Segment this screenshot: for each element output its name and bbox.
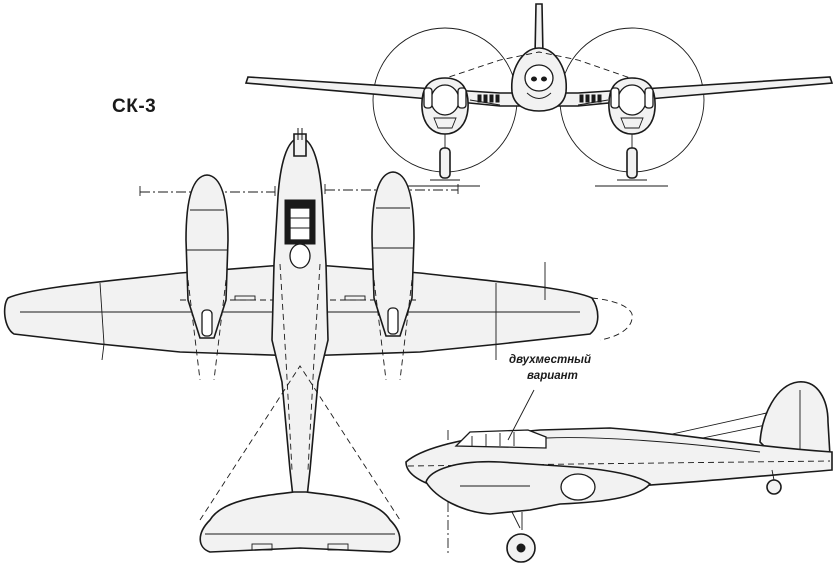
side-nacelle [425, 460, 652, 515]
front-view [244, 3, 834, 187]
two-seat-variant-note: двухместный [509, 354, 592, 366]
side-view [405, 381, 833, 563]
side-tail-wheel [766, 479, 782, 495]
plan-right-nacelle [371, 171, 415, 381]
variant-note: вариант [527, 370, 578, 382]
plan-left-nacelle [185, 174, 229, 381]
plan-view [3, 128, 633, 553]
side-vertical-tail [759, 381, 831, 459]
front-right-nacelle [595, 77, 668, 187]
side-canopy [454, 429, 547, 449]
plan-fuselage [271, 137, 329, 522]
front-left-nacelle [408, 77, 480, 187]
drawing-title: СК-3 [112, 96, 157, 117]
plan-tailplane [199, 491, 401, 553]
